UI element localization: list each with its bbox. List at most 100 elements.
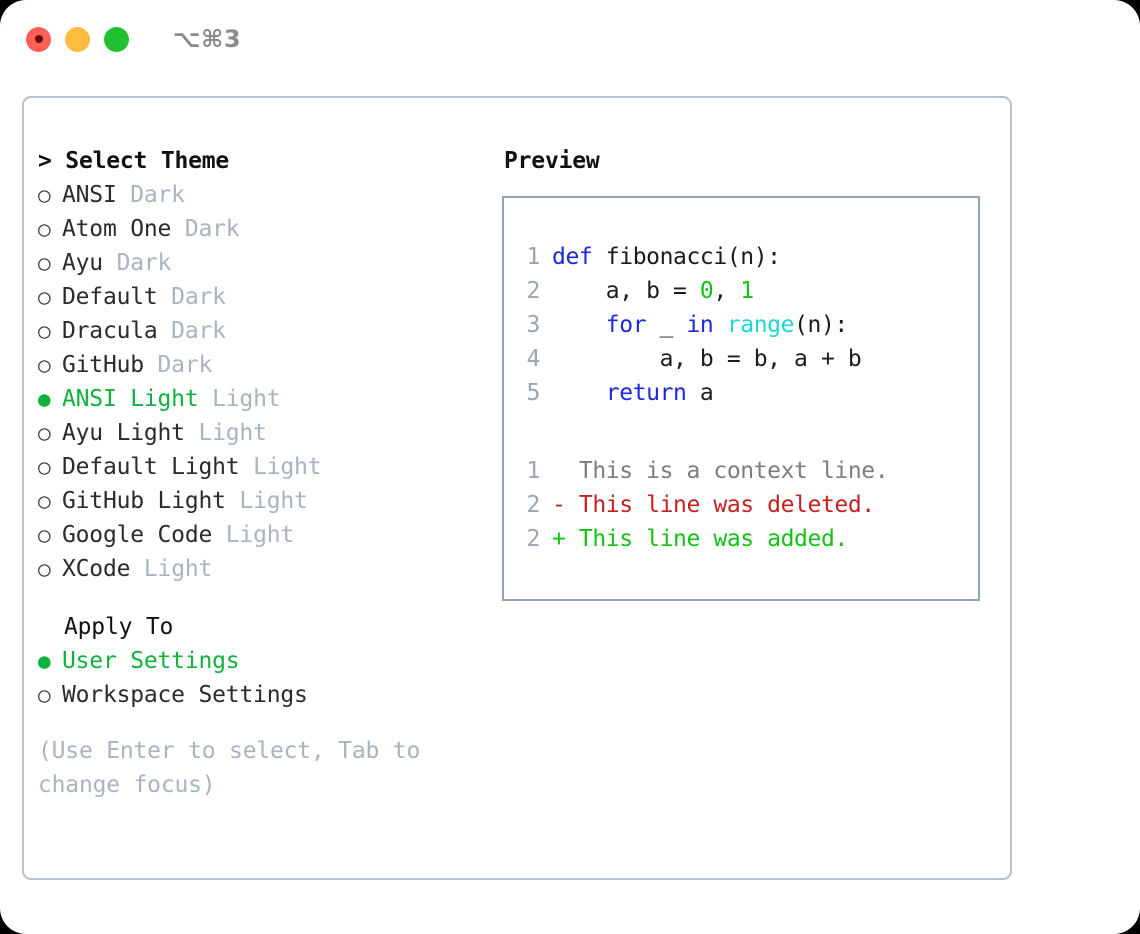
theme-option-ansi-light[interactable]: ● ANSI Light Light	[38, 382, 499, 416]
diff-line-context: 1 This is a context line.	[520, 454, 978, 488]
theme-option-ayu-light[interactable]: ○Ayu Light Light	[38, 416, 499, 450]
diff-line-added: 2+ This line was added.	[520, 522, 978, 556]
theme-option-dracula[interactable]: ○Dracula Dark	[38, 314, 499, 348]
theme-variant-badge: Light	[239, 454, 322, 480]
code-token-txt: (n):	[794, 312, 848, 338]
minimize-button[interactable]	[65, 26, 90, 52]
theme-list: ○ ANSI Dark ○ Atom One Dark ○ Ayu Dark ○ Defaul…	[38, 178, 499, 586]
diff-text: This line was deleted.	[565, 492, 875, 518]
theme-name: GitHub Light	[62, 488, 226, 514]
line-number: 1	[526, 244, 541, 270]
theme-variant-badge: Light	[212, 522, 295, 548]
close-button[interactable]	[26, 26, 51, 52]
theme-name: Google Code	[62, 522, 213, 548]
theme-option-ayu[interactable]: ○ Ayu Dark	[38, 246, 499, 280]
code-token-txt	[552, 312, 606, 338]
code-token-txt: fibonacci(n):	[605, 244, 781, 270]
radio-selected-icon: ●	[38, 649, 51, 673]
diff-text: This is a context line.	[565, 458, 889, 484]
line-number: 1	[526, 458, 541, 484]
diff-sign: +	[552, 526, 566, 552]
theme-variant-badge: Dark	[157, 284, 226, 310]
theme-variant-badge: Dark	[102, 250, 172, 276]
radio-unselected-icon: ○	[38, 523, 51, 547]
code-token-kw: for	[605, 312, 647, 338]
code-token-txt	[713, 312, 726, 338]
preview-title: Preview	[504, 148, 600, 174]
theme-variant-badge: Dark	[116, 182, 185, 208]
radio-unselected-icon: ○	[38, 217, 51, 241]
diff-line-deleted: 2- This line was deleted.	[520, 488, 978, 522]
title-bar: ⌥⌘3	[0, 0, 1140, 78]
code-token-num: 1	[740, 278, 754, 304]
theme-option-ansi[interactable]: ○ ANSI Dark	[38, 178, 499, 212]
code-token-txt: a, b = b, a + b	[552, 346, 862, 372]
theme-name: ANSI	[62, 182, 117, 208]
main-panel: > Select Theme ○ANSI Dark○Atom One Dark○…	[22, 96, 1012, 880]
code-line: 3 for _ in range(n):	[520, 308, 978, 342]
radio-unselected-icon: ○	[38, 455, 51, 479]
theme-name: Ayu Light	[62, 420, 185, 446]
code-token-num: 0	[699, 278, 714, 304]
window-controls	[26, 26, 129, 52]
apply-to-option-workspace-settings[interactable]: ○Workspace Settings	[38, 678, 499, 712]
code-token-txt	[552, 380, 606, 406]
code-token-kw: return	[605, 380, 687, 406]
theme-option-atom-one[interactable]: ○ Atom One Dark	[38, 212, 499, 246]
diff-sign	[552, 458, 565, 484]
theme-name: Default	[62, 284, 158, 310]
maximize-button[interactable]	[104, 26, 129, 52]
line-number: 5	[526, 380, 541, 406]
apply-to-options: ● User Settings ○Workspace Settings	[38, 644, 499, 712]
window-title-shortcut: ⌥⌘3	[173, 25, 242, 53]
code-line: 2 a, b = 0, 1	[520, 274, 978, 308]
radio-unselected-icon: ○	[38, 353, 51, 377]
diff-sample: 1 This is a context line.2- This line wa…	[520, 454, 978, 556]
select-theme-header: > Select Theme	[38, 148, 230, 174]
theme-name: Atom One	[62, 216, 172, 242]
radio-unselected-icon: ○	[38, 489, 51, 513]
theme-option-xcode[interactable]: ○XCode Light	[38, 552, 499, 586]
radio-unselected-icon: ○	[38, 251, 51, 275]
diff-sign: -	[552, 492, 566, 518]
theme-variant-badge: Light	[198, 386, 281, 412]
theme-option-github-light[interactable]: ○ GitHub Light Light	[38, 484, 499, 518]
radio-unselected-icon: ○	[38, 557, 51, 581]
theme-name: ANSI Light	[62, 386, 199, 412]
theme-name: Dracula	[62, 318, 158, 344]
theme-option-google-code[interactable]: ○ Google Code Light	[38, 518, 499, 552]
theme-selector-column: > Select Theme ○ANSI Dark○Atom One Dark○…	[24, 98, 499, 878]
apply-to-label: Apply To	[64, 614, 174, 640]
theme-variant-badge: Dark	[171, 216, 240, 242]
theme-name: Ayu	[62, 250, 103, 276]
theme-variant-badge: Light	[130, 556, 213, 582]
radio-unselected-icon: ○	[38, 285, 51, 309]
code-token-txt: ,	[713, 278, 741, 304]
theme-option-default-light[interactable]: ○ Default Light Light	[38, 450, 499, 484]
code-line: 4 a, b = b, a + b	[520, 342, 978, 376]
code-token-txt: a	[686, 380, 714, 406]
apply-to-label-text: User Settings	[62, 648, 240, 674]
radio-unselected-icon: ○	[38, 421, 51, 445]
theme-option-github[interactable]: ○GitHub Dark	[38, 348, 499, 382]
line-number: 4	[526, 346, 541, 372]
line-number: 2	[526, 278, 541, 304]
theme-variant-badge: Dark	[157, 318, 226, 344]
radio-unselected-icon: ○	[38, 183, 51, 207]
code-line: 5 return a	[520, 376, 978, 410]
theme-option-default[interactable]: ○ Default Dark	[38, 280, 499, 314]
radio-selected-icon: ●	[38, 387, 51, 411]
code-token-txt: a, b =	[552, 278, 700, 304]
apply-to-option-user-settings[interactable]: ● User Settings	[38, 644, 499, 678]
theme-variant-badge: Light	[225, 488, 308, 514]
code-token-fn: range	[726, 312, 795, 338]
line-number: 3	[526, 312, 541, 338]
code-token-kw: in	[686, 312, 714, 338]
theme-name: Default Light	[62, 454, 240, 480]
apply-to-label-text: Workspace Settings	[62, 682, 308, 708]
